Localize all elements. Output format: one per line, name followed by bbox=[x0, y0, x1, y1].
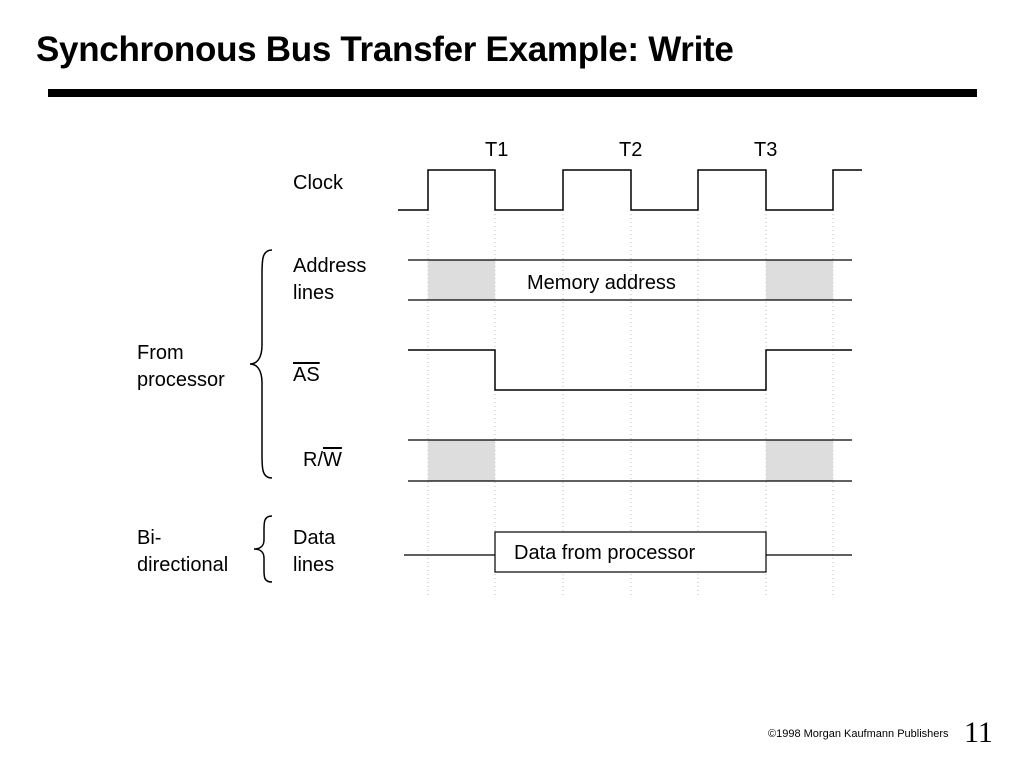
rw-label-bar: W bbox=[323, 449, 342, 471]
slide-title: Synchronous Bus Transfer Example: Write bbox=[36, 30, 734, 69]
data-waveform bbox=[404, 531, 852, 573]
copyright-text: 1998 Morgan Kaufmann Publishers bbox=[776, 728, 949, 740]
page-number: 11 bbox=[964, 716, 993, 749]
clock-label: Clock bbox=[293, 172, 344, 194]
title-rule bbox=[48, 89, 977, 97]
memory-address-annotation: Memory address bbox=[527, 272, 676, 294]
data-valid-box bbox=[494, 531, 767, 573]
address-label-line1: Address bbox=[293, 255, 367, 277]
from-processor-line1: From bbox=[137, 342, 184, 364]
data-label-line2: lines bbox=[293, 554, 335, 576]
clock-edge-guides bbox=[427, 170, 834, 598]
bidirectional-line1: Bi- bbox=[137, 527, 162, 549]
period-label-t2: T2 bbox=[619, 139, 643, 161]
address-label-line2: lines bbox=[293, 282, 335, 304]
period-label-t1: T1 bbox=[485, 139, 509, 161]
rw-shade-start bbox=[428, 440, 495, 481]
copyright-footer: ©1998 Morgan Kaufmann Publishers bbox=[768, 728, 949, 740]
as-waveform bbox=[408, 349, 852, 391]
copyright-symbol: © bbox=[768, 728, 777, 740]
as-label-text: AS bbox=[293, 364, 320, 386]
rw-label: R/W bbox=[303, 447, 342, 474]
bidirectional-line2: directional bbox=[137, 554, 229, 576]
address-shade-end bbox=[766, 260, 833, 300]
address-lines-label: Address lines bbox=[293, 253, 366, 307]
clock-waveform bbox=[398, 169, 862, 211]
data-label-line1: Data bbox=[293, 527, 336, 549]
rw-waveform bbox=[408, 439, 852, 482]
data-lines-label: Data lines bbox=[293, 525, 335, 579]
address-shade-start bbox=[428, 260, 495, 300]
from-processor-brace bbox=[249, 249, 273, 479]
address-waveform bbox=[408, 259, 852, 301]
bidirectional-label: Bi- directional bbox=[137, 525, 228, 579]
from-processor-line2: processor bbox=[137, 369, 225, 391]
rw-label-prefix: R/ bbox=[303, 449, 323, 471]
rw-shade-end bbox=[766, 440, 833, 481]
from-processor-label: From processor bbox=[137, 340, 225, 394]
bidirectional-brace bbox=[253, 515, 273, 583]
as-label: AS bbox=[293, 362, 320, 389]
period-label-t3: T3 bbox=[754, 139, 778, 161]
data-from-processor-annotation: Data from processor bbox=[514, 542, 696, 564]
